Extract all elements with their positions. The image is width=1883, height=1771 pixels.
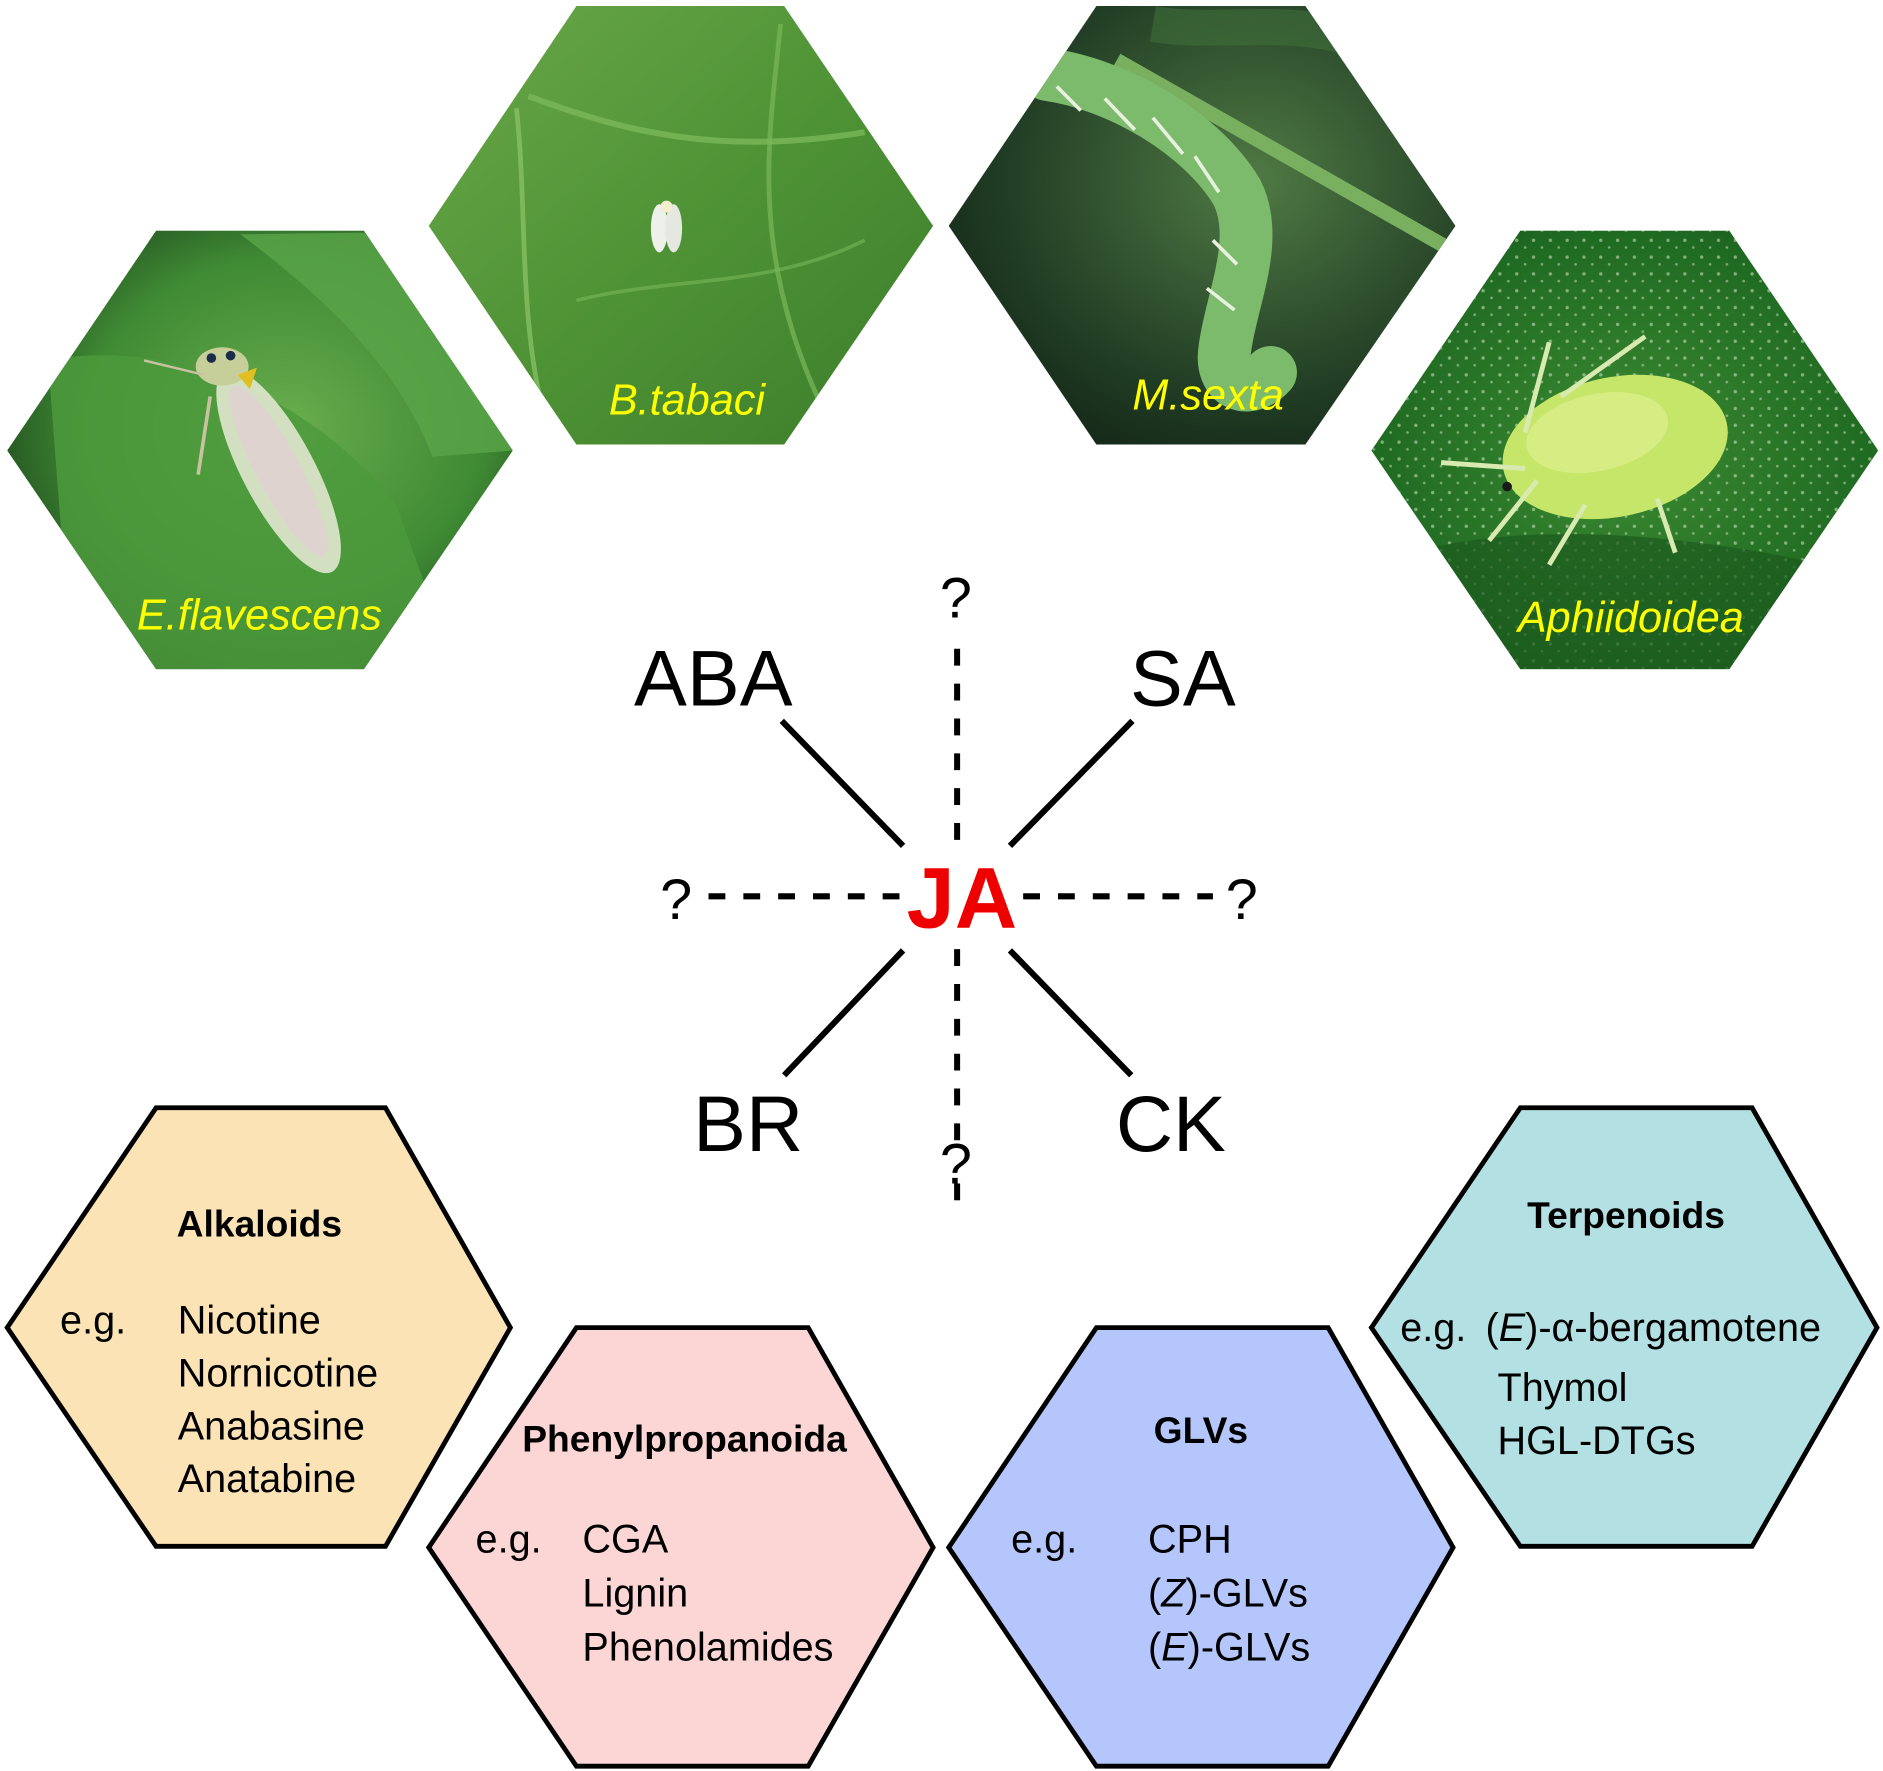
link-sa (1007, 718, 1135, 848)
insect-photo-e-flavescens: E.flavescens (7, 230, 513, 670)
metabolite-item: Anabasine (178, 1404, 365, 1448)
metabolite-item: CGA (582, 1517, 668, 1561)
eg-prefix: e.g. (1400, 1306, 1466, 1350)
metabolite-hex-alkaloids: Alkaloids e.g. Nicotine Nornicotine Anab… (4, 1105, 514, 1549)
eg-prefix: e.g. (476, 1517, 542, 1561)
caterpillar-icon (1020, 48, 1297, 412)
metabolite-item: Anatabine (178, 1457, 356, 1501)
insect-photo-b-tabaci: B.tabaci (428, 6, 934, 445)
link-ck (1007, 948, 1134, 1078)
eg-prefix: e.g. (1011, 1517, 1077, 1561)
metabolite-hex-glvs: GLVs e.g. CPH (Z)-GLVs (E)-GLVs (945, 1325, 1456, 1769)
metabolite-item: HGL-DTGs (1498, 1419, 1696, 1463)
unknown-marker-left: ? (660, 868, 692, 932)
hexagon-shape (1368, 1105, 1880, 1549)
leafhopper-icon (143, 347, 341, 574)
metabolite-item: (E)-α-bergamotene (1486, 1306, 1822, 1350)
hexagon-shape (4, 1105, 514, 1549)
hormone-ck: CK (1116, 1079, 1226, 1168)
metabolite-hex-phenylpropanoida: Phenylpropanoida e.g. CGA Lignin Phenola… (425, 1325, 936, 1769)
whitefly-icon (650, 200, 683, 253)
insect-photo-m-sexta: M.sexta (948, 6, 1456, 445)
metabolite-title: GLVs (1154, 1409, 1248, 1451)
metabolite-title: Phenylpropanoida (522, 1417, 847, 1459)
metabolite-item: Phenolamides (582, 1625, 833, 1669)
unknown-marker-bottom: ? (940, 1132, 972, 1196)
metabolite-item: Thymol (1498, 1366, 1628, 1410)
insect-photo-aphiidoidea: Aphiidoidea (1371, 230, 1879, 670)
aphid-icon (1440, 334, 1728, 566)
link-aba (779, 718, 906, 848)
hormone-network: ABA SA BR CK ? ? ? ? JA (634, 567, 1258, 1206)
ja-center-label: JA (907, 851, 1018, 947)
insect-label: M.sexta (1132, 372, 1283, 420)
hexagon-shape (945, 1325, 1456, 1769)
metabolite-item: Nornicotine (178, 1352, 378, 1396)
hexagon-shape (425, 1325, 936, 1769)
unknown-marker-top: ? (940, 567, 972, 631)
eg-prefix: e.g. (60, 1299, 126, 1343)
metabolite-item: CPH (1148, 1517, 1232, 1561)
insect-label: B.tabaci (609, 377, 767, 425)
insect-label: Aphiidoidea (1515, 594, 1744, 642)
hormone-br: BR (693, 1079, 803, 1168)
metabolite-title: Alkaloids (177, 1202, 342, 1244)
hormone-aba: ABA (634, 633, 793, 722)
metabolite-hex-terpenoids: Terpenoids e.g. (E)-α-bergamotene Thymol… (1368, 1105, 1880, 1549)
metabolite-title: Terpenoids (1527, 1194, 1725, 1236)
hormone-sa: SA (1130, 633, 1236, 722)
metabolite-item: (Z)-GLVs (1148, 1571, 1308, 1615)
unknown-marker-right: ? (1226, 868, 1258, 932)
metabolite-item: Lignin (582, 1571, 688, 1615)
metabolite-item: (E)-GLVs (1148, 1625, 1310, 1669)
metabolite-item: Nicotine (178, 1299, 321, 1343)
insect-label: E.flavescens (137, 592, 382, 640)
link-br (782, 948, 906, 1078)
